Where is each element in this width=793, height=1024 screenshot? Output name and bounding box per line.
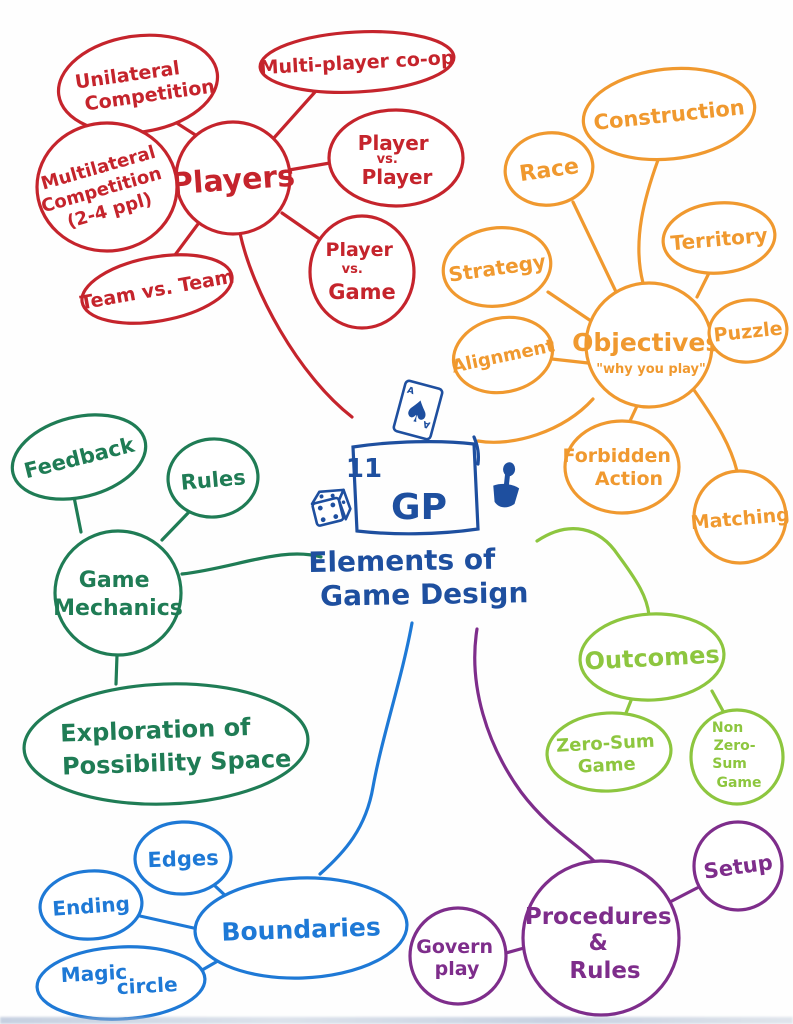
- cluster-outcomes: Outcomes Zero-Sum Game Non Zero- Sum Gam…: [545, 612, 785, 806]
- connector-center-procedures: [473, 627, 596, 863]
- rules-label: Rules: [180, 465, 247, 495]
- connector-procedures-setup: [666, 886, 699, 905]
- connector-boundaries-ending: [138, 914, 200, 931]
- connector-objectives-alignment: [550, 357, 590, 365]
- gp-box-corner-stroke: [472, 435, 480, 466]
- connector-objectives-territory: [695, 269, 712, 299]
- zerosum-node-shape: [545, 711, 673, 793]
- gp-box: [351, 440, 480, 536]
- procedures-node-shape: [521, 859, 681, 1017]
- setup-node-shape: [692, 820, 784, 912]
- exploration-node-shape: [22, 682, 310, 806]
- cluster-game-mechanics: Game Mechanics Feedback Rules Exploratio…: [10, 413, 310, 806]
- connector-players-coop: [271, 90, 317, 141]
- ending-label: Ending: [52, 891, 131, 920]
- connector-procedures-govern: [504, 946, 526, 955]
- edges-node-shape: [133, 820, 233, 896]
- dice-icon: [310, 488, 352, 527]
- connector-objectives-matching: [692, 388, 739, 473]
- connectors-players: [168, 90, 354, 419]
- connectors-procedures: [473, 627, 699, 955]
- shovel-icon: [493, 462, 520, 508]
- pvp-label: Player vs. Player: [358, 131, 434, 189]
- objectives-label: Objectives "why you play": [572, 328, 726, 377]
- govern-play-node-shape: [408, 906, 508, 1006]
- card-corner-rank: A: [406, 386, 415, 397]
- territory-node-shape: [661, 201, 777, 275]
- ending-node-shape: [38, 869, 144, 941]
- connector-players-pvg: [280, 211, 320, 240]
- center-topic: 11 GP A A ♠: [308, 379, 529, 613]
- pvg-node-shape: [308, 214, 416, 330]
- construction-node-shape: [581, 66, 757, 162]
- connectors-game-mechanics: [72, 495, 323, 686]
- matching-node-shape: [692, 469, 788, 565]
- connector-players-team: [170, 222, 200, 261]
- connector-center-boundaries: [318, 621, 414, 876]
- gp-badge-number: 11: [346, 454, 382, 484]
- alignment-node-shape: [451, 315, 555, 395]
- connector-center-outcomes: [535, 527, 651, 617]
- connector-gm-rules: [160, 510, 191, 542]
- procedures-label: Procedures & Rules: [525, 904, 677, 984]
- gp-badge-label: GP: [391, 487, 447, 528]
- multilateral-node-shape: [35, 121, 179, 253]
- connector-gm-feedback: [72, 495, 83, 534]
- pvp-node-shape: [327, 108, 465, 208]
- magic-circle-label: Magic circle: [60, 957, 178, 1002]
- race-node-shape: [503, 131, 595, 207]
- players-label: Players: [170, 159, 296, 203]
- pvg-label: Player vs. Game: [326, 239, 399, 304]
- gm-node-shape: [53, 529, 183, 657]
- connector-objectives-forbidden: [628, 404, 639, 423]
- connector-objectives-strategy: [546, 290, 593, 323]
- playing-card-icon: A A ♠: [392, 379, 444, 441]
- connector-objectives-construction: [637, 158, 660, 285]
- team-node-shape: [80, 253, 234, 325]
- forbidden-node-shape: [563, 419, 681, 515]
- feedback-node-shape: [10, 413, 148, 501]
- rules-node-shape: [166, 437, 260, 519]
- puzzle-node-shape: [707, 298, 789, 364]
- connector-objectives-race: [571, 200, 620, 298]
- cluster-boundaries: Boundaries Edges Ending Magic circle: [35, 820, 409, 1021]
- edges-label: Edges: [147, 846, 219, 872]
- outcomes-node-shape: [578, 612, 726, 702]
- connector-gm-exploration: [114, 653, 119, 686]
- zerosum-label: Zero-Sum Game: [556, 730, 663, 778]
- gm-label: Game Mechanics: [53, 568, 183, 621]
- cluster-players: Players Unilateral Competition Multi-pla…: [35, 30, 465, 330]
- cluster-procedures: Procedures & Rules Setup Govern play: [408, 820, 784, 1017]
- nonzerosum-label: Non Zero- Sum Game: [712, 720, 762, 791]
- boundaries-label: Boundaries: [221, 912, 381, 947]
- connector-gm-center: [180, 552, 323, 576]
- page-bottom-shadow: [0, 1017, 793, 1024]
- connector-players-center: [238, 231, 354, 419]
- coop-node-shape: [258, 30, 456, 94]
- cluster-objectives: Objectives "why you play" Construction R…: [441, 66, 791, 565]
- connector-objectives-center: [476, 397, 595, 444]
- strategy-node-shape: [441, 226, 553, 308]
- nonzerosum-node-shape: [689, 708, 785, 806]
- govern-play-label: Govern play: [416, 936, 499, 980]
- forbidden-label: Forbidden Action: [563, 445, 678, 490]
- boundaries-node-shape: [193, 876, 409, 980]
- center-title: Elements of Game Design: [308, 542, 529, 613]
- card-corner-rank-bottom: A: [422, 418, 431, 429]
- connector-players-pvp: [287, 161, 332, 172]
- connector-outcomes-nonzerosum: [710, 689, 725, 713]
